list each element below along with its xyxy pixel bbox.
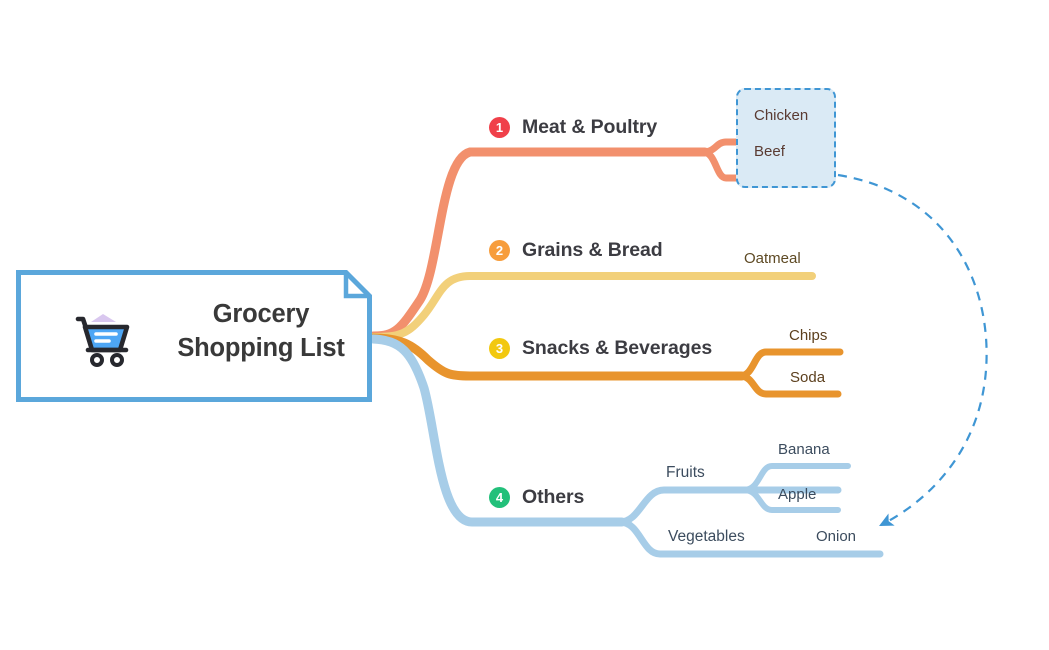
relationship-arrow-meat-to-onion[interactable] <box>837 173 988 527</box>
topic-label-grains-bread: Grains & Bread <box>522 239 663 261</box>
subtopic-fruits[interactable]: Fruits <box>666 464 705 481</box>
topic-badge-2: 2 <box>489 240 510 261</box>
subtopic-oatmeal[interactable]: Oatmeal <box>744 250 801 267</box>
branch-path-others <box>368 334 627 527</box>
branch-path-grains-bread <box>369 272 816 341</box>
shopping-cart-icon <box>75 314 130 367</box>
central-topic-label: Grocery Shopping List <box>156 298 366 366</box>
topic-grains-bread[interactable]: 2 Grains & Bread <box>489 239 663 262</box>
subtopic-banana[interactable]: Banana <box>778 441 830 458</box>
central-topic-node[interactable]: Grocery Shopping List <box>16 270 372 402</box>
subtopic-chicken[interactable]: Chicken <box>754 107 809 124</box>
topic-badge-4: 4 <box>489 487 510 508</box>
selection-box-meat-poultry-children[interactable] <box>736 88 836 188</box>
topic-badge-3: 3 <box>489 338 510 359</box>
subbranch-path-beef <box>699 148 802 182</box>
central-topic-line1: Grocery <box>212 300 310 328</box>
subtopic-onion[interactable]: Onion <box>816 528 857 545</box>
central-topic-line2: Shopping List <box>177 333 345 362</box>
topic-label-meat-poultry: Meat & Poultry <box>522 116 658 138</box>
subtopic-vegetables[interactable]: Vegetables <box>668 528 745 545</box>
subtopic-chips[interactable]: Chips <box>789 327 828 344</box>
topic-others[interactable]: 4 Others <box>489 486 584 509</box>
subtopic-soda[interactable]: Soda <box>790 369 826 386</box>
subtopic-apple[interactable]: Apple <box>778 486 817 503</box>
subbranch-path-apple <box>741 487 841 513</box>
subtopic-beef[interactable]: Beef <box>754 143 785 160</box>
subbranch-path-soda <box>736 372 842 398</box>
topic-label-others: Others <box>522 486 585 508</box>
topic-label-snacks-beverages: Snacks & Beverages <box>522 337 713 359</box>
subbranch-path-vegetables <box>616 518 884 558</box>
topic-meat-poultry[interactable]: 1 Meat & Poultry <box>489 116 657 139</box>
topic-badge-1: 1 <box>489 117 510 138</box>
central-node-shape <box>16 270 372 402</box>
topic-snacks-beverages[interactable]: 3 Snacks & Beverages <box>489 337 712 360</box>
